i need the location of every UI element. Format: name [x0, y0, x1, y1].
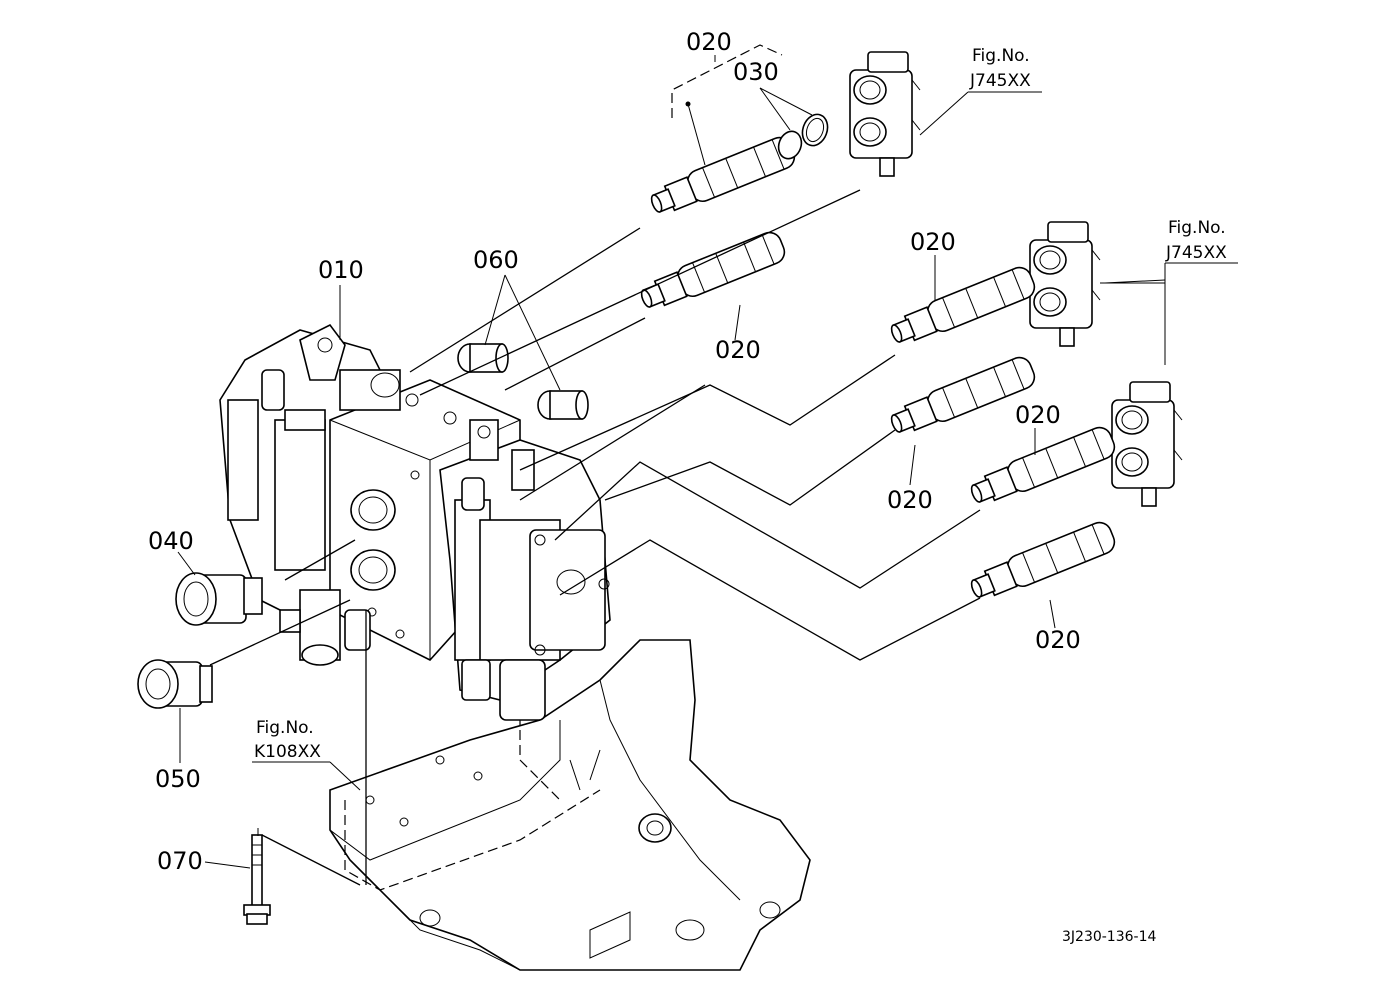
callout-020-mid-right-lower: 020 [887, 486, 933, 514]
tractor-frame [329, 639, 811, 971]
callout-020-top: 020 [686, 28, 732, 56]
callout-070: 070 [157, 847, 203, 875]
figref-lower-left-code: K108XX [254, 742, 321, 762]
valve-bank-upper [849, 51, 921, 177]
coupler-lower-1 [966, 423, 1119, 511]
coupler-middle-1 [886, 263, 1039, 351]
figref-upper-code: J745XX [969, 71, 1031, 91]
o-rings [777, 113, 829, 160]
bolt-070 [243, 834, 271, 925]
figref-right-code: J745XX [1165, 243, 1227, 263]
adapter-fitting-060-a [457, 343, 509, 373]
adapter-fitting-060-b [537, 390, 589, 420]
callout-040: 040 [148, 527, 194, 555]
figref-lower-left-title: Fig.No. [256, 718, 314, 738]
adapter-fitting-050 [137, 659, 213, 709]
control-valve-assembly [219, 323, 611, 721]
valve-bank-lower [1111, 381, 1183, 507]
figref-upper-title: Fig.No. [972, 46, 1030, 66]
callout-020-lower-right-upper: 020 [1015, 401, 1061, 429]
callout-020-lower-right-lower: 020 [1035, 626, 1081, 654]
callout-030: 030 [733, 58, 779, 86]
callout-010: 010 [318, 256, 364, 284]
callout-020-mid-right-upper: 020 [910, 228, 956, 256]
callout-020-mid-left: 020 [715, 336, 761, 364]
routing-lines [209, 189, 1165, 886]
coupler-lower-2 [966, 518, 1119, 606]
callout-060: 060 [473, 246, 519, 274]
coupler-upper-2 [636, 228, 789, 316]
coupler-upper-1 [646, 133, 799, 221]
leader-lines [177, 44, 1238, 869]
drawing-code: 3J230-136-14 [1062, 929, 1156, 945]
figref-right-title: Fig.No. [1168, 218, 1226, 238]
callout-050: 050 [155, 765, 201, 793]
valve-bank-middle [1029, 221, 1101, 347]
elbow-fitting-040 [175, 572, 263, 626]
